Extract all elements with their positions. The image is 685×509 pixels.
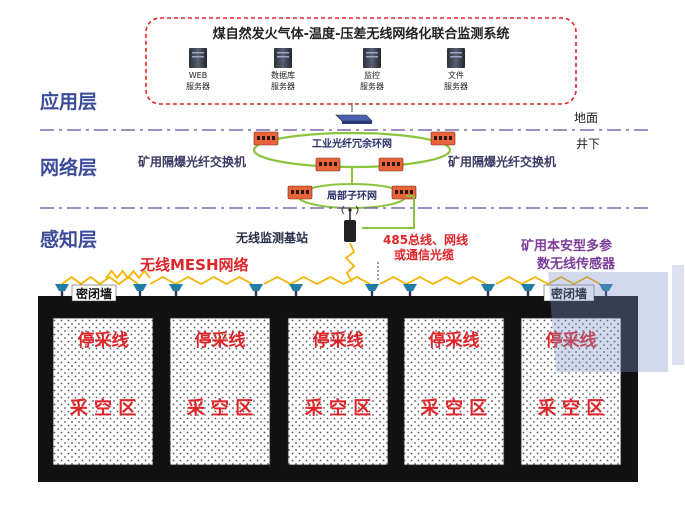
server-label-line1: 数据库 xyxy=(271,70,295,80)
switch-label-left: 矿用隔爆光纤交换机 xyxy=(138,154,246,169)
goaf-label: 采 空 区 xyxy=(420,397,488,419)
mesh-link-group xyxy=(61,269,601,286)
base-station-label: 无线监测基站 xyxy=(235,230,308,245)
goaf-label: 采 空 区 xyxy=(69,397,137,419)
mesh-link xyxy=(105,269,151,280)
router-icon xyxy=(335,114,373,124)
fiber-switch-icon xyxy=(315,157,341,172)
surface-label: 地面 xyxy=(574,111,598,125)
server-icon xyxy=(363,48,381,68)
switch-group-top xyxy=(253,131,456,172)
layer-label-network: 网络层 xyxy=(40,156,97,179)
stop-line-label: 停采线 xyxy=(313,330,364,351)
stop-line-label: 停采线 xyxy=(195,330,246,351)
server-icon xyxy=(447,48,465,68)
fiber-switch-icon xyxy=(253,131,279,146)
server-label-line2: 服务器 xyxy=(444,81,468,91)
server-label-line2: 服务器 xyxy=(186,81,210,91)
server-label-line2: 服务器 xyxy=(360,81,384,91)
highlight-overlay xyxy=(548,272,668,372)
sensor-label-line2: 数无线传感器 xyxy=(537,256,616,272)
mesh-link xyxy=(61,275,139,286)
server-icon xyxy=(274,48,292,68)
fiber-switch-icon xyxy=(391,185,417,200)
goaf-label: 采 空 区 xyxy=(186,397,254,419)
wireless-link-vertical xyxy=(344,242,356,283)
fiber-switch-icon xyxy=(287,185,313,200)
base-station-icon xyxy=(341,205,359,242)
mesh-link xyxy=(149,275,253,286)
server-label-line1: WEB xyxy=(189,71,207,80)
edge-mark xyxy=(672,265,684,365)
seal-wall-label-left: 密闭墙 xyxy=(76,286,112,301)
fiber-cable-line xyxy=(362,195,415,229)
industrial-ring-label: 工业光纤冗余环网 xyxy=(312,137,392,150)
mesh-network-label: 无线MESH网络 xyxy=(139,256,249,274)
underground-label: 井下 xyxy=(576,137,600,151)
mesh-link xyxy=(263,275,371,286)
bus-label-line2: 或通信光缆 xyxy=(394,247,454,262)
mesh-link xyxy=(495,275,601,286)
layer-label-application: 应用层 xyxy=(40,90,97,113)
seal-wall-label-right: 密闭墙 xyxy=(551,286,587,301)
layer-label-sensing: 感知层 xyxy=(40,228,97,251)
switch-label-right: 矿用隔爆光纤交换机 xyxy=(448,154,556,169)
fiber-switch-icon xyxy=(430,131,456,146)
seal-wall-right: 密闭墙 xyxy=(543,284,595,302)
local-ring-label: 局部子环网 xyxy=(326,189,377,202)
server-label-line2: 服务器 xyxy=(271,81,295,91)
server-label-line1: 文件 xyxy=(448,70,464,80)
sensor-label-line1: 矿用本安型多参 xyxy=(521,238,613,254)
goaf-label: 采 空 区 xyxy=(537,397,605,419)
seal-wall-left: 密闭墙 xyxy=(71,284,117,302)
stop-line-label: 停采线 xyxy=(429,330,480,351)
server-icon xyxy=(189,48,207,68)
fiber-switch-icon xyxy=(378,157,404,172)
stop-line-label: 停采线 xyxy=(78,330,129,351)
system-title: 煤自然发火气体-温度-压差无线网络化联合监测系统 xyxy=(213,26,510,42)
mesh-link xyxy=(379,275,487,286)
stop-line-label: 停采线 xyxy=(546,330,597,351)
server-label-line1: 监控 xyxy=(364,70,380,80)
bus-label-line1: 485总线、网线 xyxy=(383,232,468,247)
goaf-label: 采 空 区 xyxy=(304,397,372,419)
